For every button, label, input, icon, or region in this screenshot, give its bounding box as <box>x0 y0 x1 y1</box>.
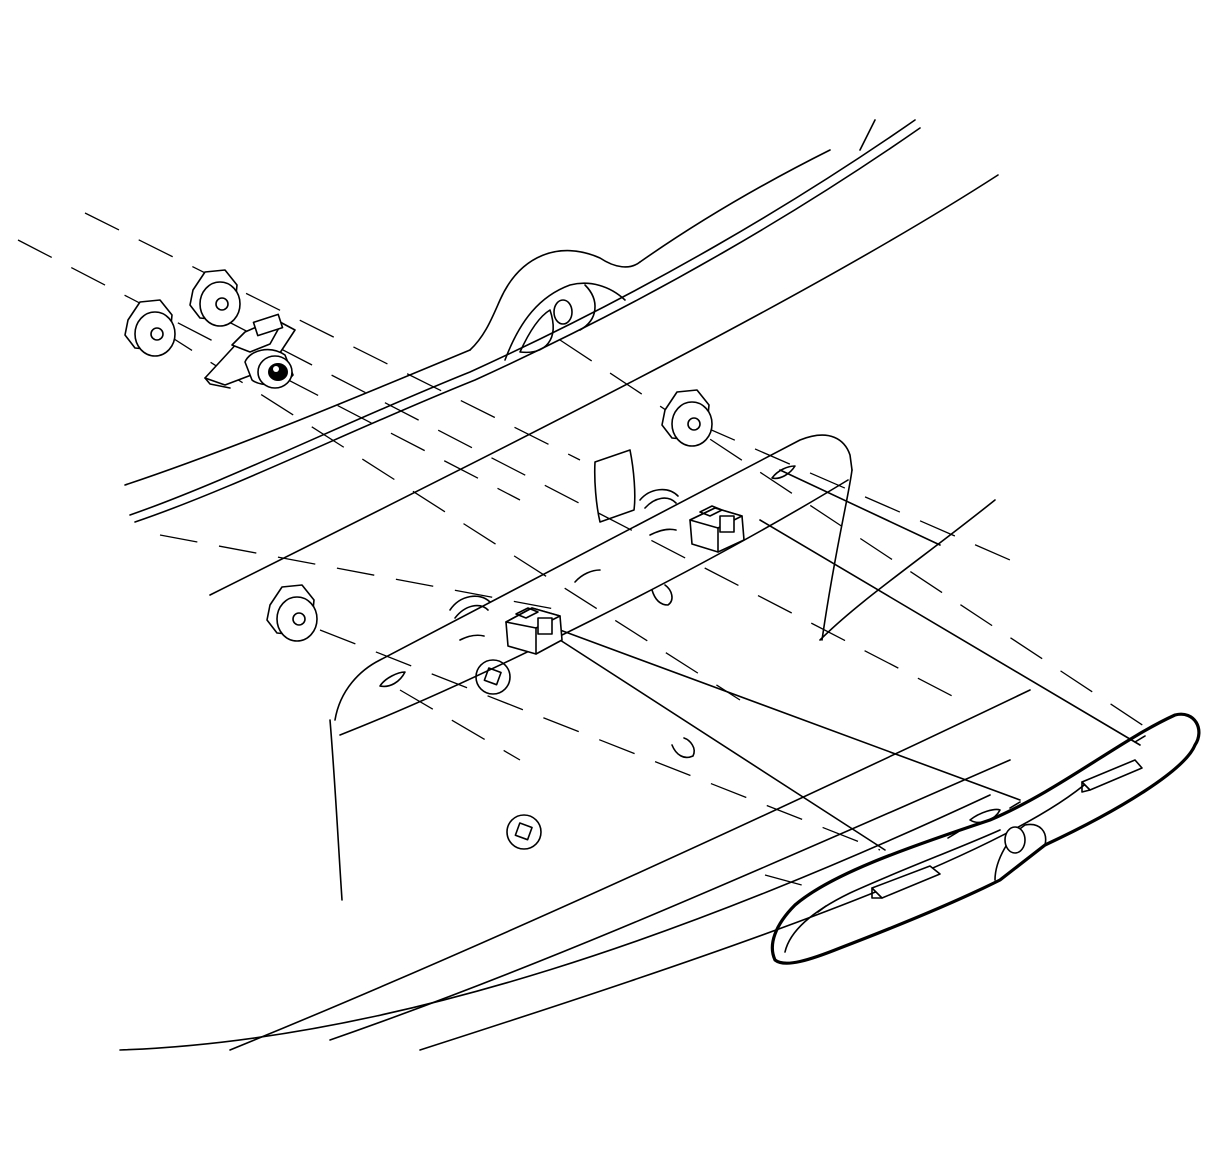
rear-camera <box>204 313 296 389</box>
liftgate-applique <box>770 712 1201 965</box>
camera-nut-right <box>189 269 241 327</box>
liftgate-applique-panel <box>329 434 853 901</box>
electrical-connector-left <box>505 607 563 655</box>
electrical-connector-right <box>689 505 745 553</box>
applique-nut-left <box>266 584 318 642</box>
camera-nut-left <box>124 299 176 357</box>
assembly-guide-lines <box>17 212 1151 891</box>
applique-nut-right <box>661 389 713 447</box>
liftgate-panel <box>119 119 1091 1051</box>
